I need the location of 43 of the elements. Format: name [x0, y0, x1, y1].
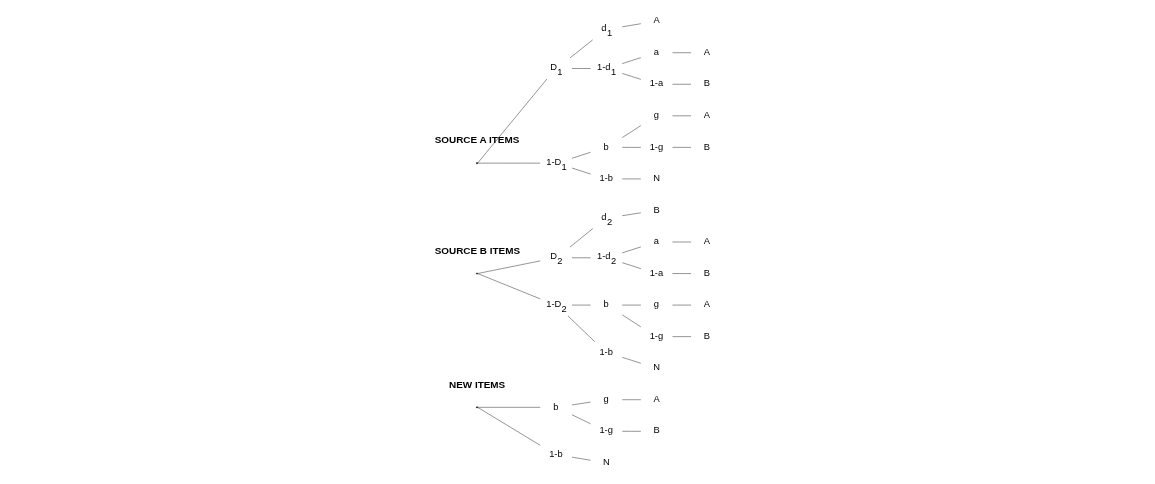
node-point	[476, 162, 478, 165]
node-text: B	[703, 78, 710, 89]
label: NEW ITEMS	[448, 378, 506, 390]
node-text: 1-b	[549, 448, 563, 459]
node-text: a	[653, 46, 659, 57]
node-text: b	[603, 299, 609, 310]
node-text: 1-a	[649, 267, 664, 278]
connector	[477, 407, 541, 408]
connector	[477, 260, 541, 274]
node-text: A	[653, 15, 660, 26]
node-text: N	[602, 457, 610, 468]
node-text: B	[653, 204, 660, 215]
node-text: 1-b	[599, 173, 613, 184]
connector	[477, 407, 541, 446]
node-text: N	[653, 173, 660, 184]
node-text: B	[703, 141, 710, 152]
node-point	[476, 406, 478, 409]
connector	[477, 162, 541, 164]
node-text: b	[603, 141, 609, 152]
label: SOURCE B ITEMS	[434, 244, 521, 256]
node-text: A	[703, 110, 710, 121]
node-text: A	[703, 299, 710, 310]
node-text: g	[653, 299, 659, 310]
node-text: A	[703, 236, 710, 247]
node-text: A	[653, 393, 660, 404]
node-text: 1-g	[599, 425, 613, 436]
node-text: a	[653, 236, 659, 247]
node-text: 1-b	[599, 346, 613, 357]
node-text: N	[653, 362, 660, 373]
label: SOURCE A ITEMS	[434, 134, 520, 146]
node-text: B	[703, 267, 710, 278]
node-text: A	[703, 46, 710, 57]
connector	[477, 273, 541, 300]
node-text: g	[603, 393, 609, 404]
node-text: 1-g	[649, 141, 664, 152]
node-point	[476, 272, 478, 275]
node-text: b	[553, 401, 559, 412]
node-text: 1-g	[649, 330, 664, 341]
node-text: g	[653, 110, 659, 121]
node-text: B	[653, 425, 660, 436]
node-text: 1-a	[649, 78, 664, 89]
connector	[477, 78, 548, 164]
node-text: B	[703, 330, 710, 341]
